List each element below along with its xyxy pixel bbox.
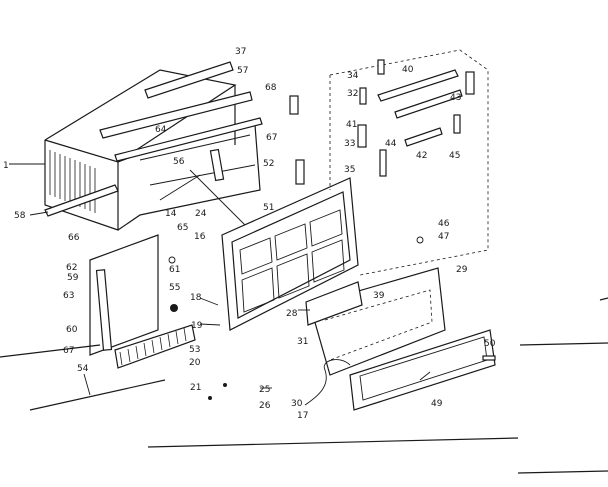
- label-40: 40: [402, 65, 414, 75]
- label-67: 67: [266, 133, 277, 143]
- label-51: 51: [263, 203, 274, 213]
- label-42: 42: [416, 151, 427, 161]
- label-20: 20: [189, 358, 201, 368]
- label-17: 17: [297, 411, 308, 421]
- label-59: 59: [67, 273, 79, 283]
- label-58: 58: [14, 211, 26, 221]
- knob-55: [170, 304, 178, 312]
- label-47: 47: [438, 232, 449, 242]
- label-30: 30: [291, 399, 303, 409]
- label-45: 45: [449, 151, 460, 161]
- part-labels: 37 57 68 64 67 56 52 1 58 66 62 59 63 60…: [3, 47, 496, 421]
- screw-21: [208, 396, 212, 400]
- label-28: 28: [286, 309, 298, 319]
- label-41: 41: [346, 120, 357, 130]
- label-55: 55: [169, 283, 180, 293]
- screw-20: [223, 383, 227, 387]
- label-61: 61: [169, 265, 180, 275]
- top-rails: [99, 61, 263, 162]
- label-63: 63: [63, 291, 74, 301]
- label-67b: 67: [63, 346, 74, 356]
- label-46: 46: [438, 219, 450, 229]
- label-49: 49: [431, 399, 443, 409]
- label-68: 68: [265, 83, 277, 93]
- label-56: 56: [173, 157, 185, 167]
- label-66: 66: [68, 233, 80, 243]
- label-18: 18: [190, 293, 202, 303]
- label-65: 65: [177, 223, 188, 233]
- label-50: 50: [484, 339, 496, 349]
- label-37: 37: [235, 47, 246, 57]
- label-54: 54: [77, 364, 89, 374]
- label-26: 26: [259, 401, 271, 411]
- label-25: 25: [259, 385, 270, 395]
- label-62: 62: [66, 263, 77, 273]
- label-52: 52: [263, 159, 274, 169]
- label-39: 39: [373, 291, 385, 301]
- label-24: 24: [195, 209, 207, 219]
- label-64: 64: [155, 125, 167, 135]
- control-parts-group: [289, 49, 489, 276]
- label-44: 44: [385, 139, 397, 149]
- mounting-rail: [44, 184, 119, 217]
- label-60: 60: [66, 325, 78, 335]
- front-frame: [221, 177, 359, 331]
- label-31: 31: [297, 337, 308, 347]
- label-43: 43: [450, 93, 461, 103]
- label-35: 35: [344, 165, 355, 175]
- label-57: 57: [237, 66, 248, 76]
- label-29: 29: [456, 265, 468, 275]
- filter: [305, 281, 363, 326]
- label-14: 14: [165, 209, 177, 219]
- label-32: 32: [347, 89, 358, 99]
- label-16: 16: [194, 232, 206, 242]
- leader-lines: [9, 163, 431, 389]
- label-1: 1: [3, 161, 9, 171]
- washer-61: [168, 256, 176, 264]
- front-grille-panel: [309, 267, 446, 376]
- lower-trim-strip: [114, 324, 196, 369]
- reference-lines: [0, 297, 608, 474]
- side-panel: [89, 234, 159, 356]
- label-53: 53: [189, 345, 200, 355]
- side-louvre-grille: [49, 150, 96, 213]
- label-21: 21: [190, 383, 201, 393]
- label-33: 33: [344, 139, 355, 149]
- label-19: 19: [191, 321, 203, 331]
- bracket-50: [482, 355, 496, 361]
- label-34: 34: [347, 71, 359, 81]
- power-cord: [304, 359, 351, 406]
